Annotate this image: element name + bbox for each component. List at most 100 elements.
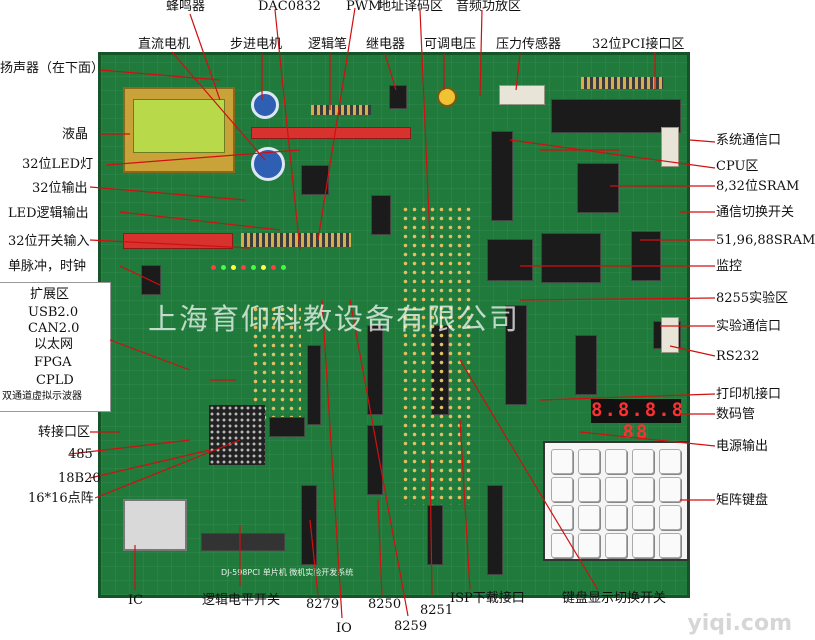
keypad-key — [605, 477, 627, 502]
label-relay: 继电器 — [366, 37, 406, 52]
label-expansion-ethernet: 以太网 — [34, 337, 74, 352]
label-stepper-motor: 步进电机 — [230, 37, 283, 52]
label-dc-motor: 直流电机 — [138, 37, 191, 52]
keypad-key — [551, 533, 573, 558]
label-adj-voltage: 可调电压 — [424, 37, 477, 52]
chip-mid-a — [371, 195, 391, 235]
label-expansion-cpld: CPLD — [36, 373, 74, 388]
label-logic-pen: 逻辑笔 — [308, 37, 348, 52]
label-expansion-title: 扩展区 — [30, 287, 70, 302]
dc-motor — [251, 147, 285, 181]
led-logic-header — [241, 233, 351, 247]
sram-chip-b — [541, 233, 601, 283]
relay — [389, 85, 407, 109]
keypad-key — [605, 505, 627, 530]
keypad-key — [551, 449, 573, 474]
keypad-key — [632, 449, 654, 474]
label-seven-seg: 数码管 — [716, 407, 756, 422]
voltage-knob — [437, 87, 457, 107]
label-8279: 8279 — [306, 597, 340, 612]
label-dac0832: DAC0832 — [258, 0, 321, 14]
label-8250: 8250 — [368, 597, 402, 612]
led — [271, 265, 276, 270]
label-speaker: 扬声器（在下面） — [0, 61, 105, 76]
label-exp-comm: 实验通信口 — [716, 319, 782, 334]
label-power-out: 电源输出 — [716, 439, 769, 454]
label-rs485: 485 — [68, 447, 93, 462]
label-addr-decode: 地址译码区 — [378, 0, 444, 14]
pressure-sensor — [499, 85, 545, 105]
label-8251: 8251 — [420, 603, 454, 618]
label-pwm: PWM — [346, 0, 382, 14]
sram-chip-c — [631, 231, 661, 281]
chip-8250 — [367, 425, 383, 495]
pci-connector — [581, 77, 663, 89]
keypad-key — [578, 533, 600, 558]
label-rs232: RS232 — [716, 349, 760, 364]
monitor-chip — [487, 239, 533, 281]
led — [231, 265, 236, 270]
stepper-motor — [251, 91, 279, 119]
label-ds18b20: 18B20 — [58, 471, 101, 486]
keypad-key — [605, 533, 627, 558]
pci-chips — [551, 99, 681, 133]
keypad-key — [578, 449, 600, 474]
label-dotmatrix: 16*16点阵 — [28, 491, 94, 506]
led — [221, 265, 226, 270]
chip-8279 — [301, 485, 317, 565]
matrix-keypad — [543, 441, 689, 561]
label-sram832: 8,32位SRAM — [716, 179, 800, 194]
label-isp: ISP下载接口 — [450, 591, 525, 606]
led-row — [211, 265, 331, 277]
sram-chip-a — [577, 163, 619, 213]
label-output32: 32位输出 — [32, 181, 88, 196]
led — [251, 265, 256, 270]
switch-input-32 — [123, 233, 233, 249]
led — [261, 265, 266, 270]
chip-io — [307, 345, 321, 425]
keypad-key — [551, 477, 573, 502]
label-expansion-usb: USB2.0 — [28, 305, 79, 320]
keypad-key — [578, 477, 600, 502]
board-silk-text: DJ-598PCI 单片机 微机实验开发系统 — [221, 568, 354, 577]
label-printer: 打印机接口 — [716, 387, 782, 402]
label-adapter: 转接口区 — [38, 425, 91, 440]
label-led32: 32位LED灯 — [22, 157, 94, 172]
chip-printer — [575, 335, 597, 395]
ic-card-slot — [123, 499, 187, 551]
keypad-key — [659, 477, 681, 502]
label-cpu: CPU区 — [716, 159, 759, 174]
keypad-key — [659, 505, 681, 530]
keypad-key — [551, 505, 573, 530]
chip-low-a — [427, 505, 443, 565]
led — [241, 265, 246, 270]
keypad-key — [659, 533, 681, 558]
label-buzzer: 蜂鸣器 — [166, 0, 206, 14]
chip-8259 — [367, 325, 383, 415]
lcd-module — [123, 87, 235, 173]
dot-matrix-driver — [269, 417, 305, 437]
label-expansion-can: CAN2.0 — [28, 321, 80, 336]
chip-output — [301, 165, 329, 195]
keypad-key — [632, 533, 654, 558]
label-8259: 8259 — [394, 619, 428, 634]
label-kbd-switch: 键盘显示切换开关 — [562, 591, 667, 606]
label-audio-amp: 音频功放区 — [456, 0, 522, 14]
label-monitor: 监控 — [716, 259, 743, 274]
label-led-logic-out: LED逻辑输出 — [8, 206, 89, 221]
label-ic: IC — [128, 593, 144, 608]
label-comm-switch: 通信切换开关 — [716, 205, 795, 220]
label-sram5196: 51,96,88SRAM — [716, 233, 815, 248]
keypad-key — [659, 449, 681, 474]
label-lab8255: 8255实验区 — [716, 291, 789, 306]
led — [211, 265, 216, 270]
clock-chip — [141, 265, 161, 295]
chip-low-b — [487, 485, 503, 575]
proto-area — [401, 205, 471, 505]
label-expansion-fpga: FPGA — [34, 355, 72, 370]
keypad-key — [578, 505, 600, 530]
dot-matrix-16x16 — [209, 405, 265, 465]
label-single-pulse: 单脉冲，时钟 — [8, 259, 87, 274]
label-sys-comm: 系统通信口 — [716, 133, 782, 148]
expansion-callout-box — [0, 282, 111, 412]
